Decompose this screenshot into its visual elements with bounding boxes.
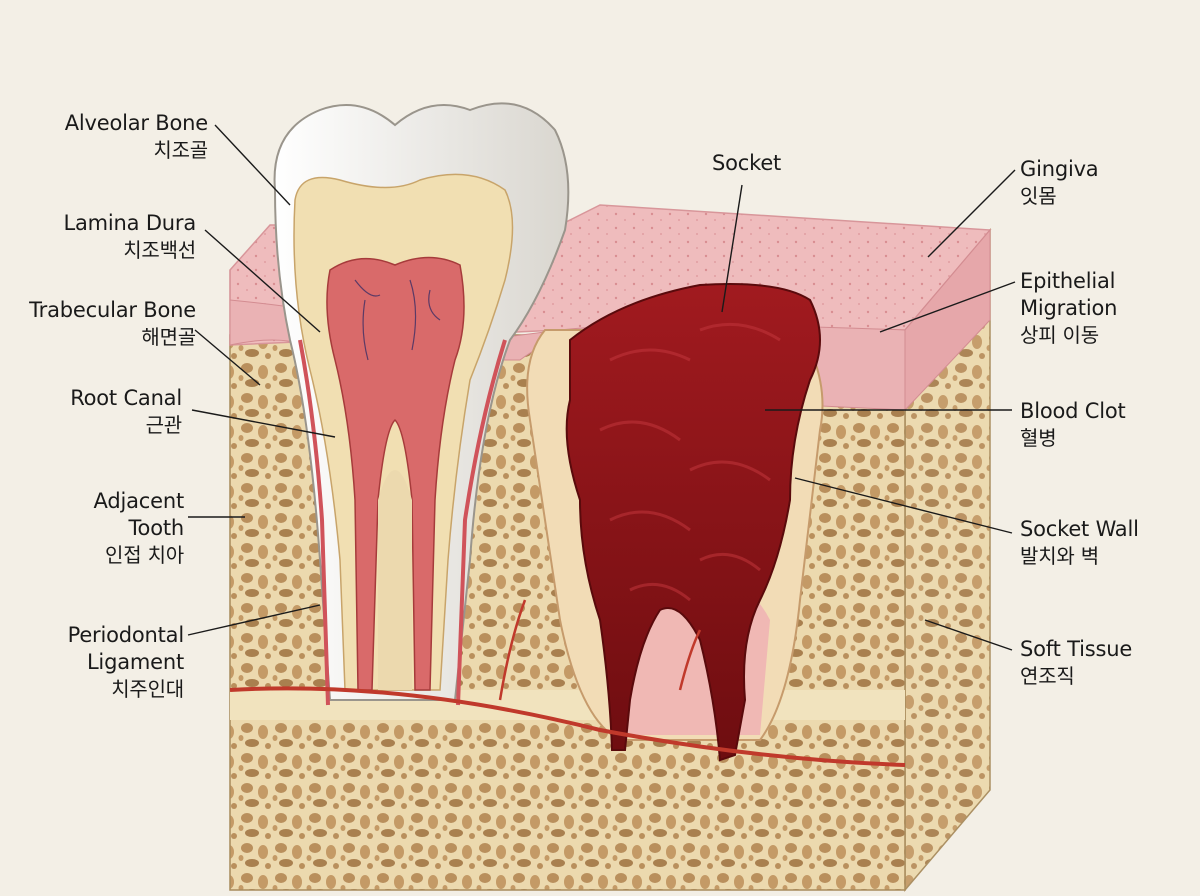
blood-clot-texture [599,322,781,602]
label-soft-tissue-ko: 연조직 [1020,664,1075,688]
label-epithelial-migration: Epithelial Migration 상피 이동 [1020,268,1117,349]
label-root-canal-ko: 근관 [145,413,183,437]
label-adjacent-tooth-en2: Tooth [128,516,185,540]
label-alveolar-bone-en: Alveolar Bone [64,111,208,135]
label-root-canal: Root Canal 근관 [70,385,182,439]
label-blood-clot: Blood Clot 혈병 [1020,398,1126,452]
label-epithelial-migration-ko: 상피 이동 [1020,323,1099,347]
label-lamina-dura: Lamina Dura 치조백선 [64,210,197,264]
label-gingiva: Gingiva 잇몸 [1020,156,1099,210]
blood-vessel [229,686,906,767]
label-socket-wall: Socket Wall 발치와 벽 [1020,516,1139,570]
label-socket-wall-en: Socket Wall [1020,517,1139,541]
label-blood-clot-en: Blood Clot [1020,399,1126,423]
label-alveolar-bone-ko: 치조골 [153,138,208,162]
label-soft-tissue: Soft Tissue 연조직 [1020,636,1132,690]
gingiva-side-face [904,228,991,412]
label-epithelial-migration-en2: Migration [1020,296,1118,320]
label-periodontal-ligament-en2: Ligament [86,650,184,674]
blood-vessel-branch [498,599,702,701]
label-trabecular-bone: Trabecular Bone 해면골 [29,297,196,351]
label-lamina-dura-en: Lamina Dura [63,211,197,235]
blood-clot [565,283,821,762]
label-soft-tissue-en: Soft Tissue [1020,637,1133,661]
inter-radicular-bone [378,470,412,690]
label-socket-wall-ko: 발치와 벽 [1020,544,1099,568]
label-gingiva-ko: 잇몸 [1020,184,1057,208]
label-adjacent-tooth-en1: Adjacent [93,489,185,513]
leader-lines [187,124,1016,651]
label-epithelial-migration-en1: Epithelial [1020,269,1116,293]
label-lamina-dura-ko: 치조백선 [123,238,196,262]
periodontal-ligament [298,339,507,706]
label-trabecular-bone-ko: 해면골 [141,325,196,349]
label-periodontal-ligament-en1: Periodontal [67,623,185,647]
label-socket: Socket [712,150,781,177]
label-adjacent-tooth: Adjacent Tooth 인접 치아 [93,488,185,569]
pulp-root-canal [326,256,465,691]
label-periodontal-ligament-ko: 치주인대 [111,677,184,701]
label-adjacent-tooth-ko: 인접 치아 [105,543,184,567]
label-blood-clot-ko: 혈병 [1020,426,1057,450]
label-root-canal-en: Root Canal [70,386,182,410]
pulp-nerves [354,279,441,361]
label-alveolar-bone: Alveolar Bone 치조골 [65,110,208,164]
label-periodontal-ligament: Periodontal Ligament 치주인대 [67,622,185,703]
label-gingiva-en: Gingiva [1020,157,1099,181]
label-trabecular-bone-en: Trabecular Bone [29,298,196,322]
label-socket-en: Socket [712,151,782,175]
